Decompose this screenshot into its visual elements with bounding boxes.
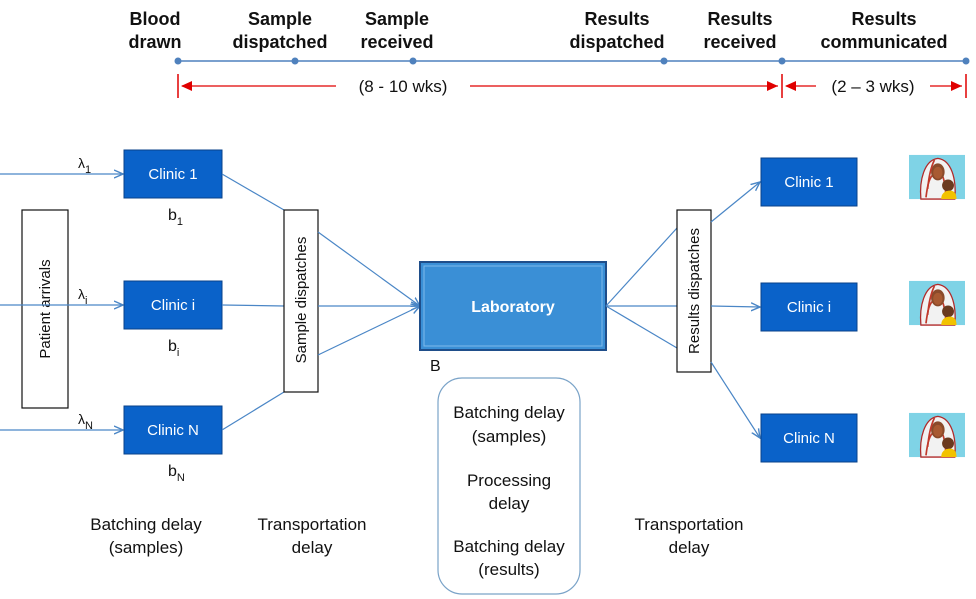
results-dispatches-label: Results dispatches — [686, 228, 703, 354]
timeline-event-label-top: Results — [707, 9, 772, 29]
duration-label-2: (2 – 3 wks) — [831, 77, 914, 96]
clinic-label-right: Clinic N — [783, 430, 835, 447]
timeline-event-label-top: Results — [584, 9, 649, 29]
arrival-rate-label: λN — [78, 411, 93, 432]
lab-delay-line2: (samples) — [472, 427, 547, 446]
sample-dispatches-box — [283, 209, 319, 393]
mother-and-child-icon — [909, 279, 965, 327]
transport-delay-right-line1: Transportation — [635, 515, 744, 534]
results-to-clinic-arrow — [710, 306, 760, 307]
timeline-event-label-top: Sample — [365, 9, 429, 29]
clinic-label-left: Clinic 1 — [148, 166, 197, 183]
sample-dispatches-label: Sample dispatches — [293, 237, 310, 364]
timeline-dot — [660, 57, 668, 65]
lab-to-results-line — [605, 305, 678, 349]
clinic-batch-label: b1 — [168, 207, 183, 228]
lab-delay-line1: Batching delay — [453, 537, 565, 556]
arrival-rate-label: λ1 — [78, 155, 91, 176]
timeline-dot — [174, 57, 182, 65]
clinic-to-dispatch-line — [221, 391, 285, 431]
clinic-label-right: Clinic 1 — [784, 174, 833, 191]
duration-label-1: (8 - 10 wks) — [359, 77, 448, 96]
lab-delay-line2: delay — [489, 494, 530, 513]
timeline-event-label-bottom: drawn — [128, 32, 181, 52]
clinic-label-left: Clinic N — [147, 422, 199, 439]
clinic-box-left — [123, 149, 223, 199]
timeline-event-label-top: Blood — [130, 9, 181, 29]
clinic-batch-label: bN — [168, 463, 185, 484]
clinic-box-left — [123, 405, 223, 455]
timeline-dot — [962, 57, 970, 65]
transport-delay-right-line2: delay — [669, 538, 710, 557]
patient-arrivals-box — [21, 209, 69, 409]
clinic-box-right — [760, 157, 858, 207]
batching-delay-label-line2: (samples) — [109, 538, 184, 557]
dispatch-to-lab-arrow — [317, 231, 420, 306]
clinic-to-dispatch-line — [221, 173, 285, 211]
timeline-event-label-bottom: received — [703, 32, 776, 52]
results-to-clinic-arrow — [710, 361, 760, 438]
clinic-to-dispatch-line — [221, 304, 285, 307]
timeline-dot — [409, 57, 417, 65]
laboratory-box — [419, 261, 607, 351]
timeline-event-label-top: Results — [851, 9, 916, 29]
transport-delay-left-line1: Transportation — [258, 515, 367, 534]
lab-delay-line2: (results) — [478, 560, 539, 579]
clinic-label-left: Clinic i — [151, 297, 195, 314]
timeline-event-label-bottom: received — [360, 32, 433, 52]
lab-delays-callout — [437, 377, 581, 595]
timeline-event-label-bottom: dispatched — [232, 32, 327, 52]
clinic-box-left — [123, 280, 223, 330]
laboratory-inner-border — [423, 265, 603, 347]
transport-delay-left-line2: delay — [292, 538, 333, 557]
timeline-dot — [778, 57, 786, 65]
timeline-event-label-top: Sample — [248, 9, 312, 29]
results-dispatches-box — [676, 209, 712, 373]
mother-and-child-icon — [909, 411, 965, 459]
timeline-dot — [291, 57, 299, 65]
lab-to-results-line — [605, 227, 678, 307]
arrival-rate-label: λi — [78, 286, 87, 307]
results-to-clinic-arrow — [710, 182, 760, 223]
lab-delay-line1: Processing — [467, 471, 551, 490]
clinic-label-right: Clinic i — [787, 299, 831, 316]
timeline-event-label-bottom: dispatched — [569, 32, 664, 52]
clinic-batch-label: bi — [168, 338, 179, 359]
lab-delay-line1: Batching delay — [453, 403, 565, 422]
clinic-box-right — [760, 413, 858, 463]
laboratory-batch-label: B — [430, 358, 441, 375]
patient-arrivals-label: Patient arrivals — [37, 259, 54, 358]
mother-and-child-icon — [909, 153, 965, 201]
clinic-box-right — [760, 282, 858, 332]
timeline-event-label-bottom: communicated — [820, 32, 947, 52]
dispatch-to-lab-arrow — [317, 306, 420, 356]
laboratory-label: Laboratory — [471, 299, 555, 316]
batching-delay-label-line1: Batching delay — [90, 515, 202, 534]
